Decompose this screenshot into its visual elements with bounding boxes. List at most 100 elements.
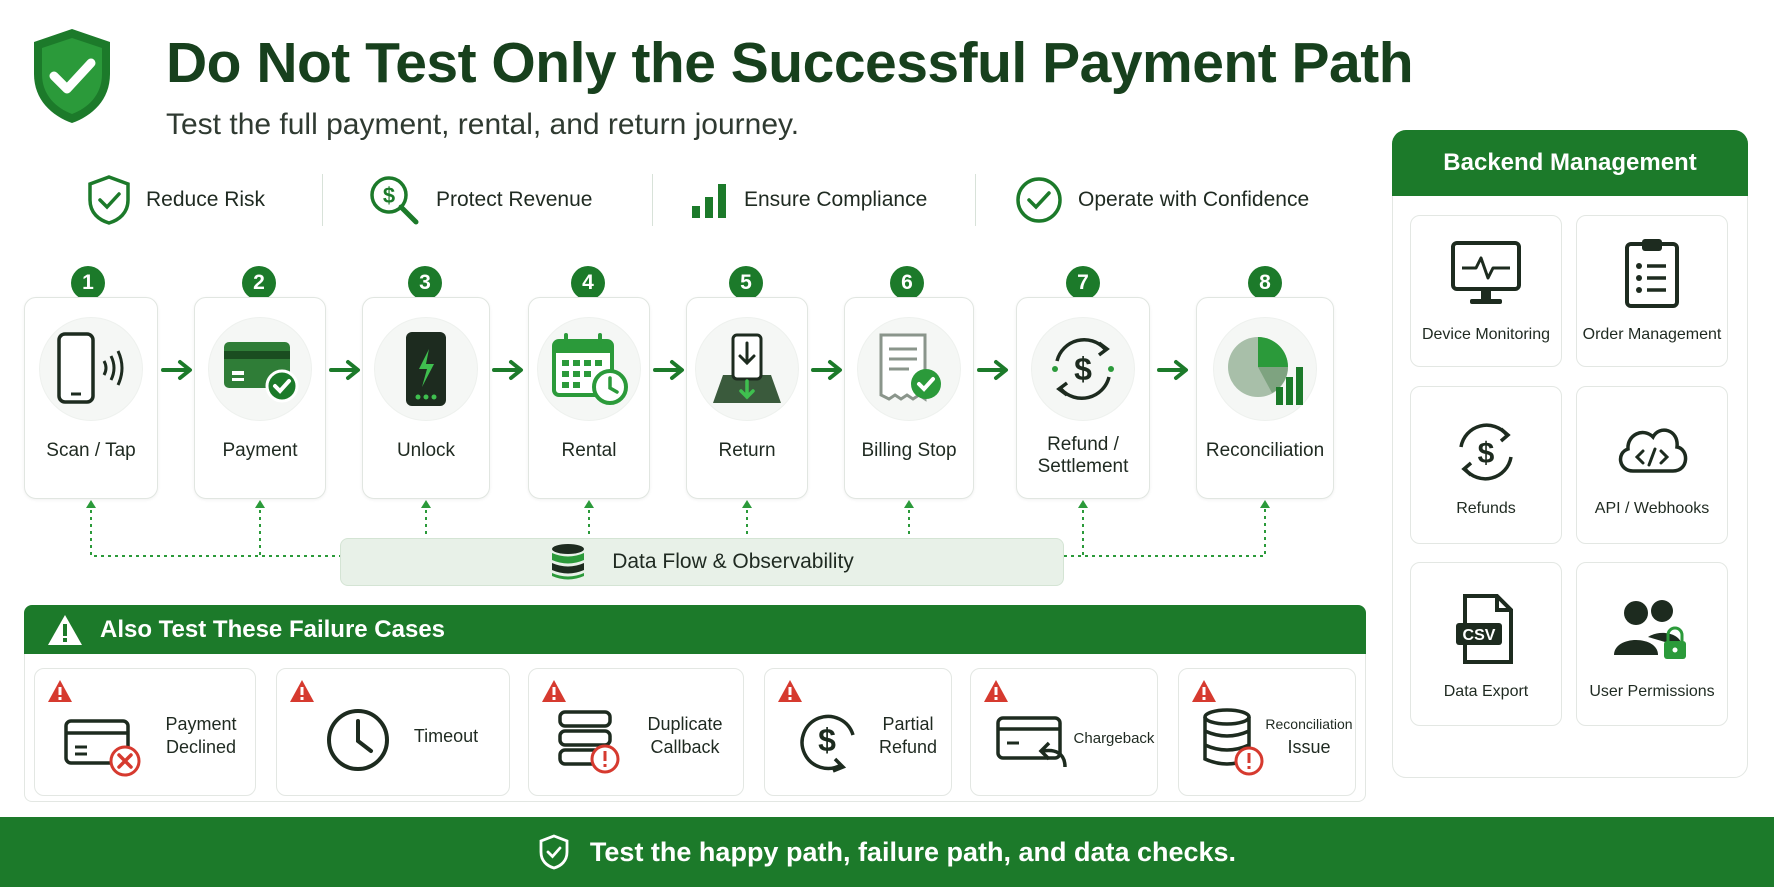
backend-title: Backend Management [1443, 149, 1697, 176]
arrow-right-icon [653, 360, 684, 380]
users-lock-icon [1614, 600, 1686, 659]
phone-nfc-icon [57, 332, 124, 404]
receipt-check-icon [879, 333, 941, 402]
failure-container [24, 654, 1366, 802]
arrow-right-icon [161, 360, 192, 380]
server-alert-icon [558, 710, 620, 774]
divider [652, 174, 653, 226]
card-check-icon [224, 342, 299, 403]
svg-text:$: $ [818, 722, 836, 758]
step-card-refund-settlement: $ Refund / Settlement [1016, 297, 1150, 499]
svg-text:$: $ [1478, 437, 1495, 470]
shield-check-icon [88, 175, 130, 225]
clock-icon [327, 709, 389, 771]
page-title: Do Not Test Only the Successful Payment … [166, 31, 1414, 95]
benefit-protect-revenue: $ Protect Revenue [366, 172, 592, 228]
divider [975, 174, 976, 226]
monitor-pulse-icon [1451, 241, 1521, 304]
page-subtitle: Test the full payment, rental, and retur… [166, 108, 800, 141]
step-label: Billing Stop [861, 440, 957, 461]
arrow-right-icon [811, 360, 842, 380]
step-label: Scan / Tap [46, 440, 136, 461]
database-icon [552, 544, 585, 580]
step-number: 3 [408, 266, 442, 300]
pie-bar-chart-icon [1228, 337, 1303, 405]
divider [322, 174, 323, 226]
failure-case-timeout: Timeout [276, 668, 510, 796]
dataflow-connectors [86, 500, 1270, 557]
backend-item-device-monitoring: Device Monitoring [1410, 215, 1562, 367]
card-back-arrow-icon [996, 716, 1067, 768]
failure-title: Also Test These Failure Cases [100, 615, 446, 643]
step-label: Unlock [396, 440, 456, 461]
step-card-billing-stop: Billing Stop [844, 297, 974, 499]
step-label: Payment [222, 440, 298, 461]
dataflow-bar: Data Flow & Observability [340, 538, 1064, 586]
svg-text:$: $ [1074, 351, 1092, 387]
dollar-refund-icon: $ [800, 714, 855, 773]
failure-banner: Also Test These Failure Cases [24, 605, 1366, 654]
step-card-reconciliation: Reconciliation [1196, 297, 1334, 499]
step-card-unlock: Unlock [362, 297, 490, 499]
failure-case-reconciliation-issue: Reconciliation Issue [1178, 668, 1356, 796]
failure-case-chargeback: Chargeback [970, 668, 1158, 796]
arrow-right-icon [329, 360, 360, 380]
arrow-right-icon [977, 360, 1008, 380]
step-number: 1 [71, 266, 105, 300]
dollar-search-icon: $ [370, 176, 419, 225]
warning-icon [48, 680, 72, 702]
cloud-code-icon [1618, 428, 1688, 473]
database-alert-icon [1203, 708, 1264, 776]
warning-icon [542, 680, 566, 702]
backend-header: Backend Management [1392, 130, 1748, 196]
benefit-operate-confidence: Operate with Confidence [1014, 172, 1309, 228]
benefit-ensure-compliance: Ensure Compliance [690, 172, 927, 228]
warning-icon [1192, 680, 1216, 702]
backend-item-api-webhooks: API / Webhooks [1576, 386, 1728, 544]
failure-case-partial-refund: $ Partial Refund [764, 668, 952, 796]
bar-chart-icon [692, 184, 726, 218]
backend-item-data-export: CSV Data Export [1410, 562, 1562, 726]
dollar-cycle-icon: $ [1052, 338, 1114, 400]
arrow-right-icon [1157, 360, 1188, 380]
step-label: Rental [561, 440, 617, 461]
failure-case-duplicate-callback: Duplicate Callback [528, 668, 744, 796]
arrow-right-icon [492, 360, 523, 380]
benefit-reduce-risk: Reduce Risk [86, 172, 265, 228]
footer-banner: Test the happy path, failure path, and d… [0, 817, 1774, 887]
warning-icon [984, 680, 1008, 702]
warning-icon [778, 680, 802, 702]
backend-item-order-management: Order Management [1576, 215, 1728, 367]
step-number: 4 [571, 266, 605, 300]
backend-item-refunds: $ Refunds [1410, 386, 1562, 544]
step-label: Reconciliation [1205, 440, 1325, 461]
svg-text:$: $ [383, 183, 395, 208]
card-declined-icon [64, 719, 141, 777]
step-card-payment: Payment [194, 297, 326, 499]
step-label: Refund / Settlement [1037, 434, 1129, 477]
step-card-return: Return [686, 297, 808, 499]
failure-case-payment-declined: Payment Declined [34, 668, 256, 796]
backend-item-user-permissions: User Permissions [1576, 562, 1728, 726]
check-circle-icon [1016, 177, 1062, 223]
step-number: 2 [242, 266, 276, 300]
dollar-cycle-icon: $ [1459, 423, 1513, 481]
step-card-scan-tap: Scan / Tap [24, 297, 158, 499]
step-number: 5 [729, 266, 763, 300]
warning-icon [290, 680, 314, 702]
step-label: Return [718, 440, 776, 461]
warning-icon [48, 614, 82, 645]
footer-label: Test the happy path, failure path, and d… [589, 836, 1237, 867]
step-number: 7 [1066, 266, 1100, 300]
calendar-clock-icon [552, 333, 628, 405]
shield-check-icon [539, 834, 569, 870]
step-number: 6 [890, 266, 924, 300]
power-bank-icon [406, 332, 446, 406]
svg-text:CSV: CSV [1463, 627, 1496, 644]
step-card-rental: Rental [528, 297, 650, 499]
return-slot-icon [713, 333, 781, 403]
clipboard-list-icon [1625, 239, 1679, 308]
csv-file-icon: CSV [1456, 594, 1513, 664]
dataflow-label: Data Flow & Observability [612, 550, 854, 573]
step-number: 8 [1248, 266, 1282, 300]
